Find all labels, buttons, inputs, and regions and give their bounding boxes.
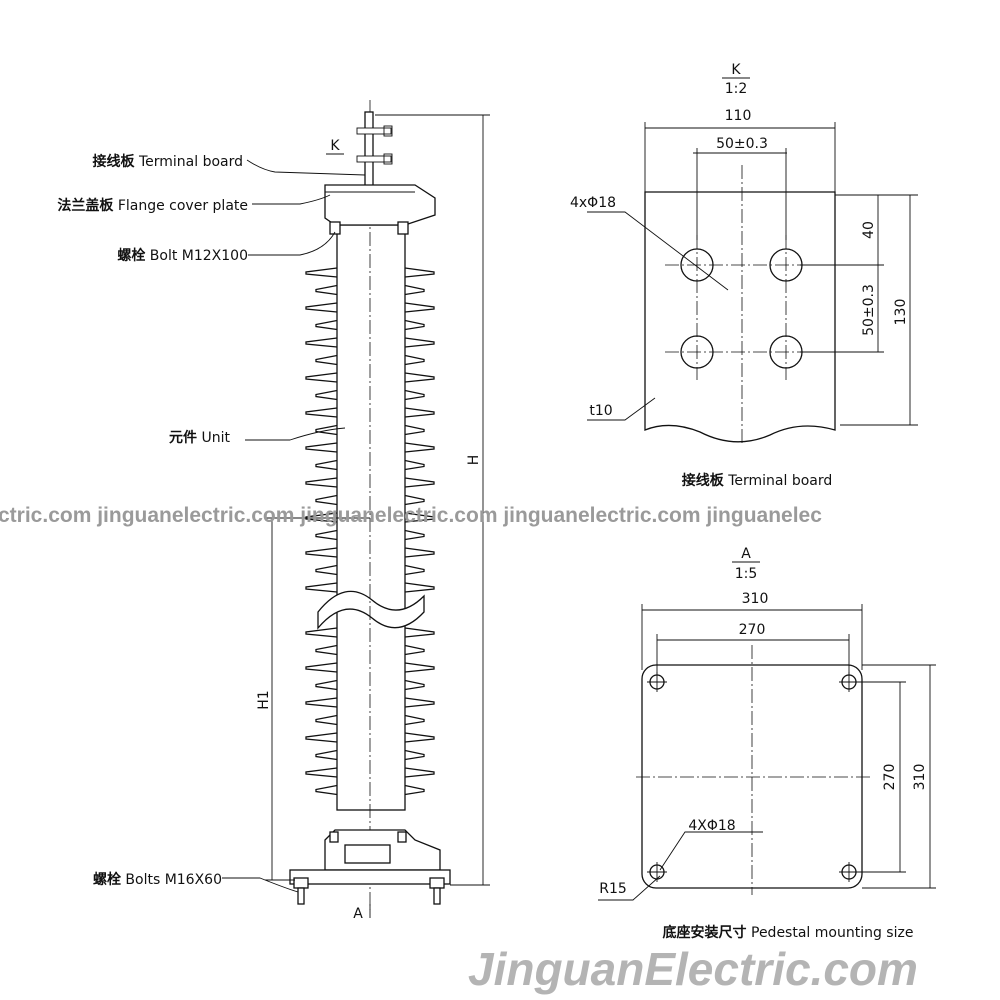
board-hole-spacing-x: 50±0.3 [716,136,768,152]
label-flange-cover-plate: 法兰盖板 Flange cover plate [57,197,248,214]
dim-h-label: H [466,455,482,466]
board-offset-top: 40 [861,221,877,239]
insulator-sheds [305,267,435,796]
shed [305,477,435,488]
terminal-plate [364,111,374,188]
pedestal-holes-label: 4XΦ18 [688,818,735,834]
dimension-h1 [265,517,370,881]
shed [305,627,435,638]
label-terminal-board: 接线板 Terminal board [93,153,244,170]
core-tube [336,224,406,811]
board-holes-label: 4xΦ18 [570,195,616,211]
board-holes [680,248,803,369]
board-width: 110 [725,108,752,124]
view-a-scale: 1:5 [735,566,758,582]
terminal-bolts [356,125,393,165]
shed [315,494,425,506]
shed [305,582,435,593]
shed [315,679,425,691]
board-thickness: t10 [589,403,612,419]
dim-h1-label: H1 [256,690,272,709]
shed [305,267,435,278]
shed [305,407,435,418]
pedestal-height-inner: 270 [882,764,898,791]
label-unit: 元件 Unit [169,429,230,446]
shed [315,529,425,541]
terminal-board-view: K 1:2 110 50±0.3 4xΦ18 40 50±0.3 130 t10… [570,62,918,489]
shed [315,284,425,296]
shed [315,354,425,366]
board-dimensions [587,122,918,426]
leaders [222,159,366,893]
shed [315,459,425,471]
shed [315,644,425,656]
shed [315,784,425,796]
board-caption: 接线板 Terminal board [682,472,833,489]
board-hole-spacing-y: 50±0.3 [861,284,877,336]
pedestal-width-inner: 270 [739,622,766,638]
shed [315,424,425,436]
pedestal-hole-crosses [647,672,859,882]
shed [305,337,435,348]
label-bolt-top: 螺栓 Bolt M12X100 [117,247,248,264]
shed [315,319,425,331]
view-a-title: A [741,546,751,562]
dimension-h [375,114,490,886]
pedestal-height-outer: 310 [912,764,928,791]
shed [305,547,435,558]
shed [305,442,435,453]
view-marker-a: A [353,906,363,922]
break-line [317,590,425,630]
view-k-scale: 1:2 [725,81,748,97]
base-plate [289,869,451,885]
shed [305,302,435,313]
watermark-strip: ctric.com jinguanelectric.com jinguanele… [0,504,822,527]
shed [305,767,435,778]
view-marker-k: K [330,138,340,154]
bottom-bolts [293,877,445,905]
pedestal-caption: 底座安装尺寸 Pedestal mounting size [663,924,914,941]
shed [305,732,435,743]
label-bolts-bottom: 螺栓 Bolts M16X60 [93,871,222,888]
pedestal-view: A 1:5 310 270 270 310 4XΦ18 R15 底座安装尺寸 P… [598,546,936,941]
shed [315,749,425,761]
shed [315,389,425,401]
shed [315,564,425,576]
watermark-large: JinguanElectric.com [468,943,918,995]
pedestal-width-outer: 310 [742,591,769,607]
pedestal-radius: R15 [599,881,627,897]
flange-cover [324,184,436,226]
board-outline [644,191,836,443]
shed [315,714,425,726]
pedestal-dimensions [598,604,936,901]
insulator-elevation: H H1 K A 接线板 Terminal board 法兰盖板 Flange … [57,100,490,922]
board-height: 130 [893,299,909,326]
view-k-title: K [731,62,741,78]
shed [305,697,435,708]
shed [305,662,435,673]
shed [305,372,435,383]
